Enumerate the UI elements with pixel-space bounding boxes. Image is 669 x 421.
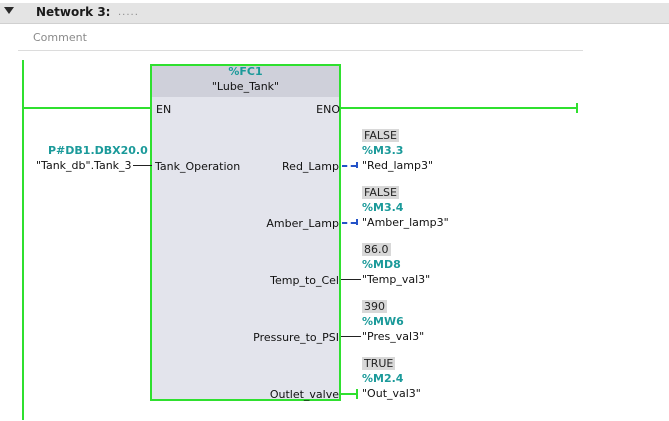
pin-en: EN [156,103,172,116]
amber-lamp-symbol[interactable]: "Amber_lamp3" [362,216,449,229]
pin-outlet-valve: Outlet_valve [269,388,339,401]
outlet-valve-wire-end [356,389,358,399]
pin-amber-lamp: Amber_Lamp [266,217,339,230]
pin-eno: ENO [316,103,340,116]
red-lamp-address[interactable]: %M3.3 [362,144,404,157]
input-address[interactable]: P#DB1.DBX20.0 [48,144,148,157]
eno-wire [339,107,578,109]
red-lamp-symbol[interactable]: "Red_lamp3" [362,159,434,172]
en-wire [22,107,152,109]
red-lamp-value: FALSE [362,129,399,142]
block-name: "Lube_Tank" [211,80,280,93]
pin-red-lamp: Red_Lamp [282,160,339,173]
network-title: Network 3: [36,5,111,19]
amber-lamp-wire [342,222,356,224]
pressure-value: 390 [362,300,387,313]
collapse-arrow-icon[interactable] [4,7,14,14]
network-title-placeholder[interactable]: ..... [118,7,139,18]
input-wire [133,165,152,166]
outlet-valve-symbol[interactable]: "Out_val3" [362,387,421,400]
outlet-valve-address[interactable]: %M2.4 [362,372,404,385]
amber-lamp-address[interactable]: %M3.4 [362,201,404,214]
red-lamp-wire [342,165,356,167]
comment-field[interactable] [18,27,583,51]
temp-address[interactable]: %MD8 [362,258,401,271]
amber-lamp-value: FALSE [362,186,399,199]
amber-lamp-wire-end [356,219,358,225]
function-block-header [152,66,339,97]
network-header[interactable] [0,3,669,24]
power-rail [22,60,24,420]
pressure-address[interactable]: %MW6 [362,315,404,328]
comment-placeholder: Comment [33,31,87,44]
function-block[interactable] [150,64,341,401]
outlet-valve-value: TRUE [362,357,396,370]
temp-value: 86.0 [362,243,391,256]
pin-pressure-to-psi: Pressure_to_PSI [253,331,339,344]
pressure-wire [341,336,361,337]
input-symbol[interactable]: "Tank_db".Tank_3 [36,159,132,172]
temp-symbol[interactable]: "Temp_val3" [362,273,431,286]
pressure-symbol[interactable]: "Pres_val3" [362,330,425,343]
eno-wire-end [576,103,578,113]
pin-tank-operation: Tank_Operation [155,160,241,173]
pin-temp-to-cel: Temp_to_Cel [270,274,339,287]
temp-wire [341,279,361,280]
red-lamp-wire-end [356,162,358,168]
outlet-valve-wire [339,393,357,395]
block-address: %FC1 [228,65,263,78]
